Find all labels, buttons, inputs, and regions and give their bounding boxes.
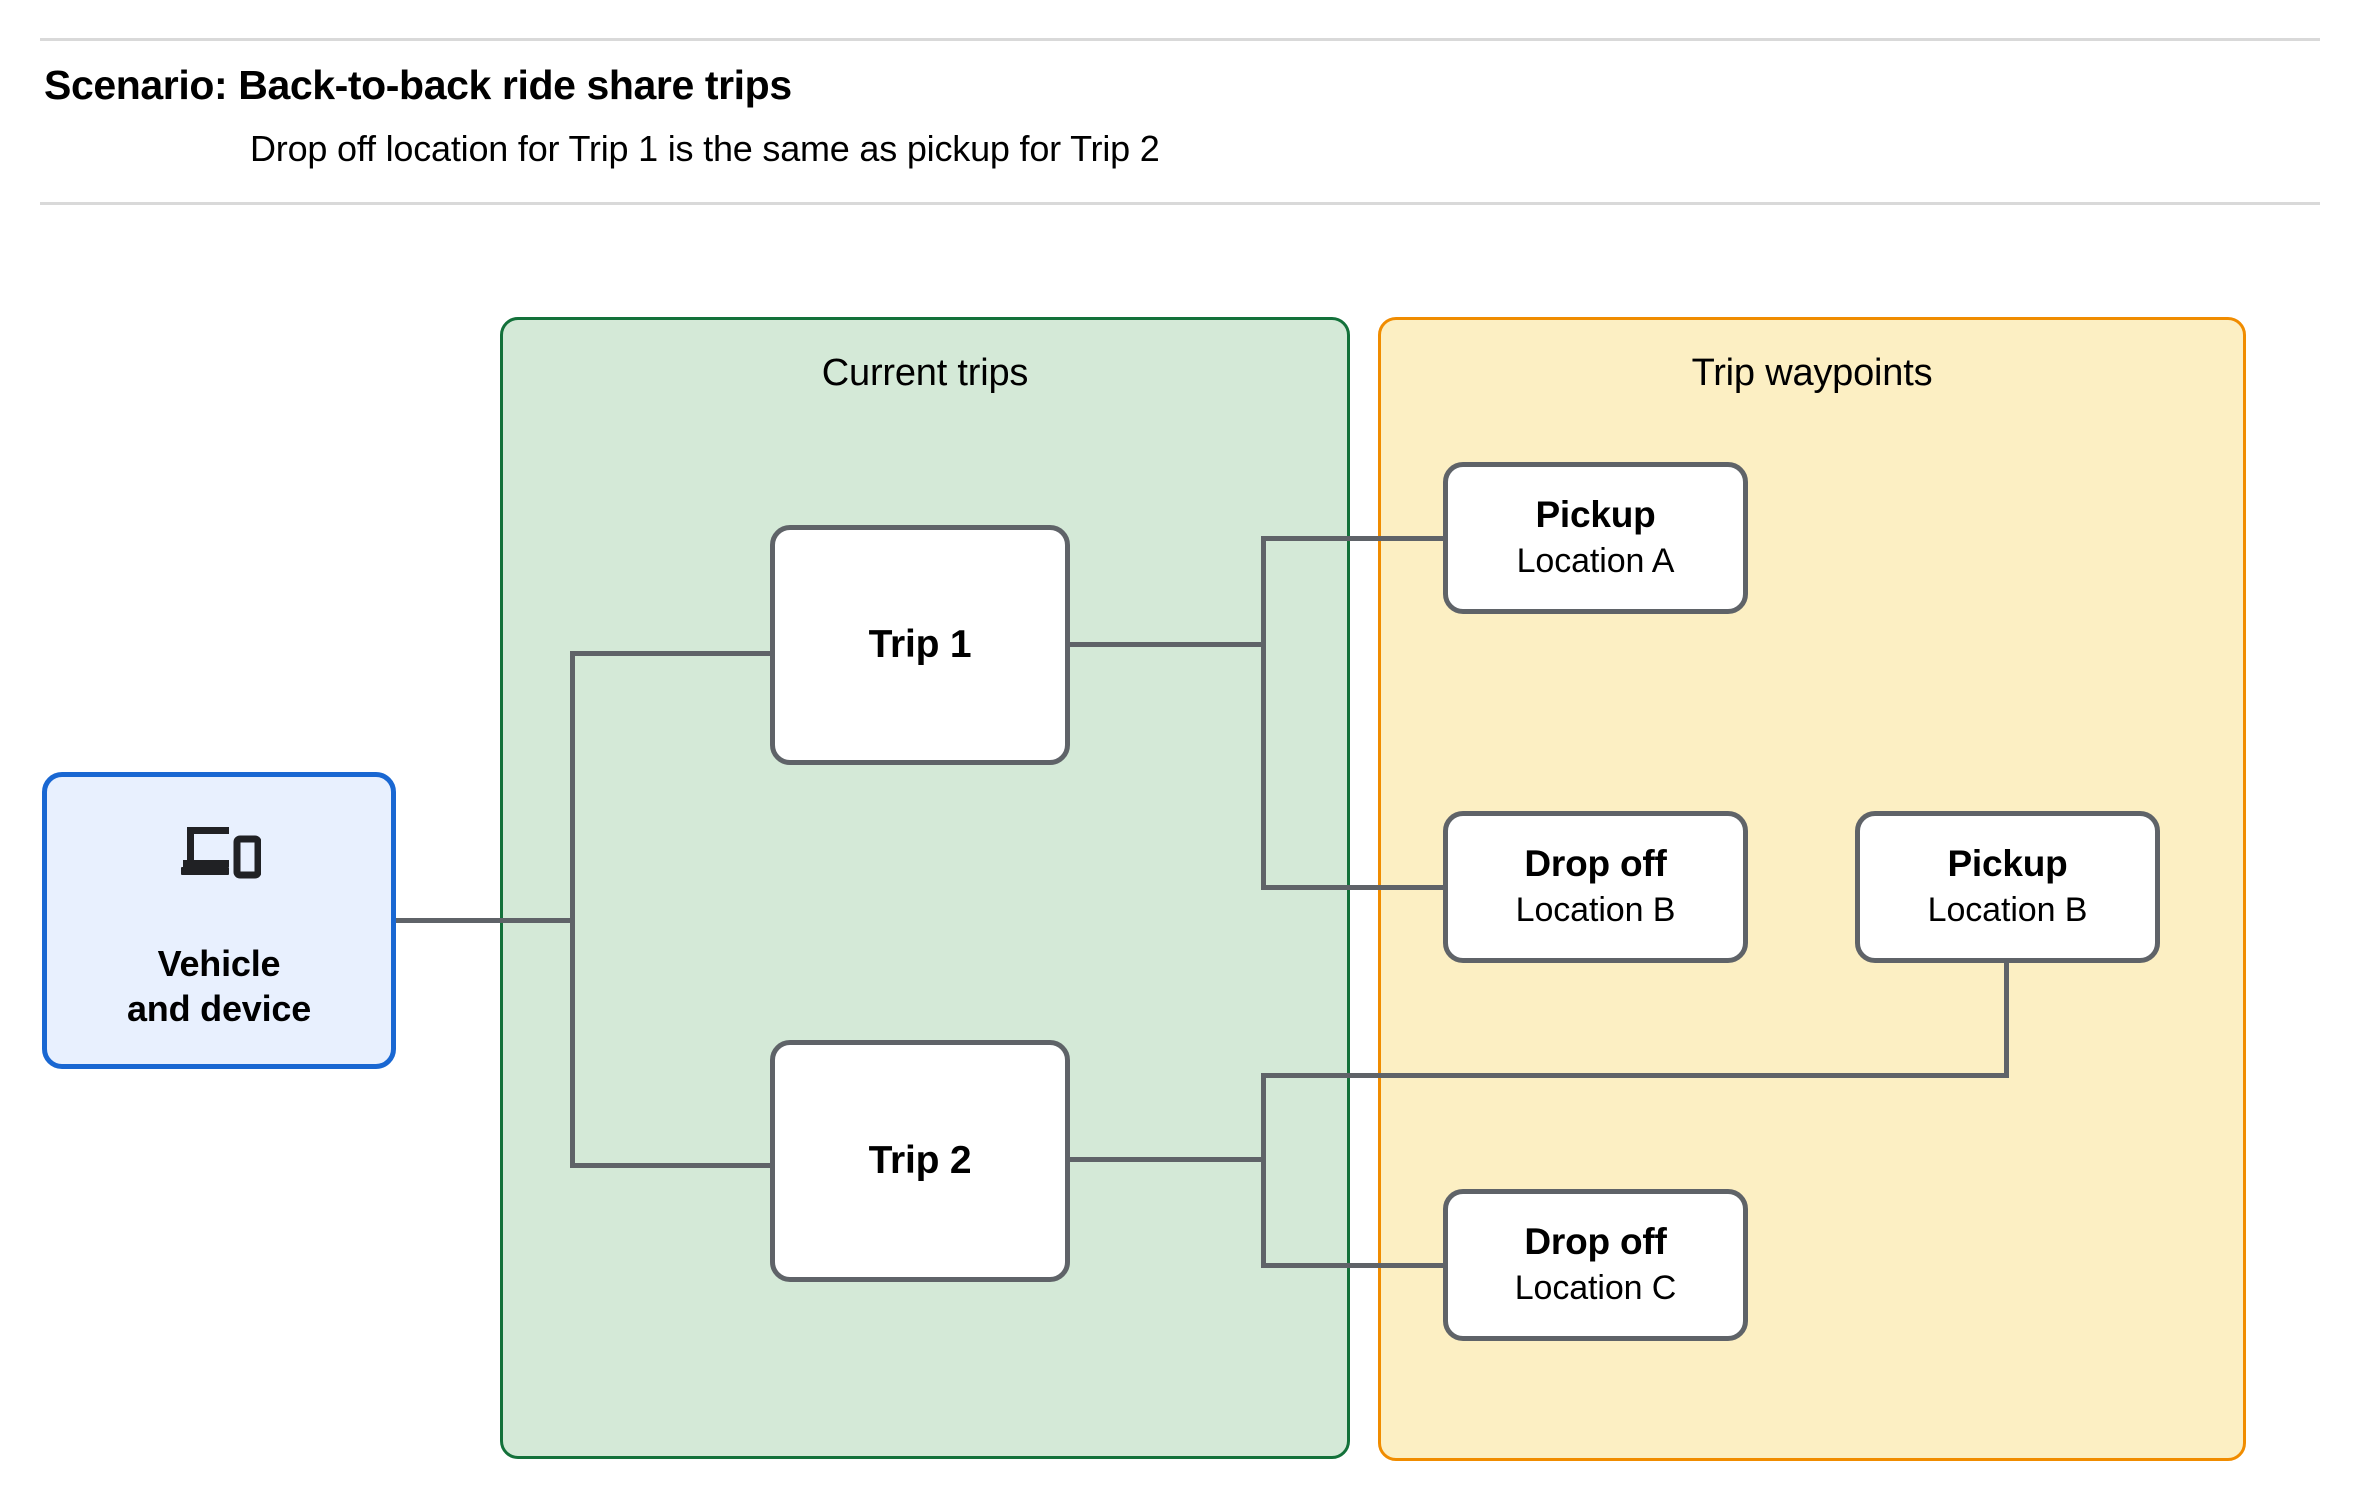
connector-trip-1-to-bus [1066,642,1266,647]
node-vehicle-and-device[interactable]: Vehicle and device [42,772,396,1069]
connector-bus-to-dropoff-c [1261,1263,1447,1268]
group-current-trips: Current trips [500,317,1350,1459]
group-trip-waypoints-title: Trip waypoints [1691,352,1933,394]
connector-trip-2-to-bus [1066,1157,1266,1162]
connector-trip-2-bus-vertical [1261,1073,1266,1267]
node-dropoff-b[interactable]: Drop off Location B [1443,811,1748,963]
connector-vehicle-to-bus [396,918,572,923]
node-trip-1-label: Trip 1 [868,622,972,666]
devices-icon [181,827,261,879]
connector-bus-vertical [570,653,575,1166]
node-pickup-a[interactable]: Pickup Location A [1443,462,1748,614]
connector-bus-to-trip-2 [570,1163,774,1168]
node-pickup-b[interactable]: Pickup Location B [1855,811,2160,963]
vehicle-label: Vehicle and device [126,943,312,1029]
page-title: Scenario: Back-to-back ride share trips [44,62,792,108]
connector-pickup-b-drop-vertical [2004,956,2009,1077]
page-subtitle: Drop off location for Trip 1 is the same… [250,128,1160,169]
node-pickup-a-location: Location A [1516,542,1675,581]
connector-bus-to-dropoff-b [1261,885,1447,890]
node-dropoff-b-location: Location B [1515,891,1676,930]
connector-bus-to-trip-1 [570,651,774,656]
node-trip-2[interactable]: Trip 2 [770,1040,1070,1282]
node-dropoff-c-title: Drop off [1524,1221,1667,1263]
node-dropoff-c[interactable]: Drop off Location C [1443,1189,1748,1341]
node-dropoff-b-title: Drop off [1524,843,1667,885]
header-divider-top [40,38,2320,41]
header-divider-bottom [40,202,2320,205]
connector-trip-1-bus-vertical [1261,536,1266,890]
node-trip-1[interactable]: Trip 1 [770,525,1070,765]
connector-bus-to-pickup-a [1261,536,1447,541]
node-pickup-b-location: Location B [1927,891,2088,930]
node-pickup-a-title: Pickup [1535,494,1656,536]
node-trip-2-label: Trip 2 [868,1138,972,1182]
node-dropoff-c-location: Location C [1514,1269,1677,1308]
node-pickup-b-title: Pickup [1947,843,2068,885]
connector-bus-to-pickup-b-horizontal [1261,1073,2009,1078]
group-current-trips-title: Current trips [821,352,1029,394]
